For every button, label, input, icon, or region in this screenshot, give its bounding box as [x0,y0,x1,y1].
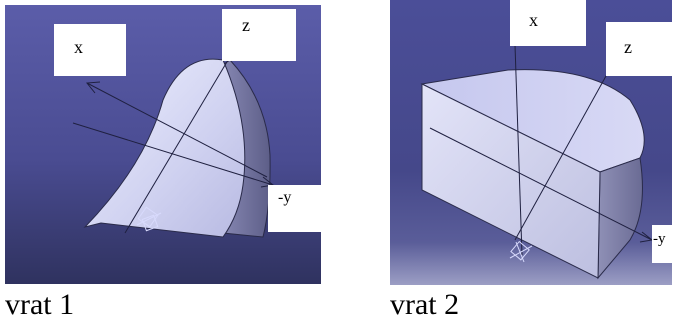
axis-label-z-1-text: z [242,15,250,35]
half-cylinder-curved-face [597,157,643,280]
half-cylinder-top-face [420,69,645,173]
caption-figure-2: vrat 2 [390,288,460,321]
origin-compass-icon-2 [509,240,533,263]
half-cylinder-front-face [421,83,601,279]
axis-label-x-2: x [510,0,586,46]
neg-y-axis-line-2 [429,127,653,241]
axis-label-neg-y-2-text: -y [653,231,666,247]
x-axis-line [86,82,268,178]
axis-label-x-2-text: x [529,10,538,30]
axis-label-neg-y-1-text: -y [278,189,292,206]
axis-label-x-1-text: x [74,37,83,57]
viewport-2 [390,0,672,285]
axis-label-neg-y-2: -y [652,225,672,263]
z-axis-line [124,44,238,234]
viewport-2-drawing [390,0,672,285]
x-axis-line-2 [514,44,523,256]
quarter-solid-front-face [83,58,246,238]
axis-label-z-1: z [222,9,296,61]
axis-label-x-1: x [54,24,126,76]
origin-compass-icon [136,206,162,232]
z-axis-line-2 [514,57,617,241]
caption-figure-1: vrat 1 [5,288,75,321]
axis-label-neg-y-1: -y [268,185,321,232]
neg-y-axis-line [72,122,274,186]
x-axis-arrowhead [86,81,101,94]
axis-label-z-2-text: z [624,37,632,57]
axis-label-z-2: z [606,22,672,76]
